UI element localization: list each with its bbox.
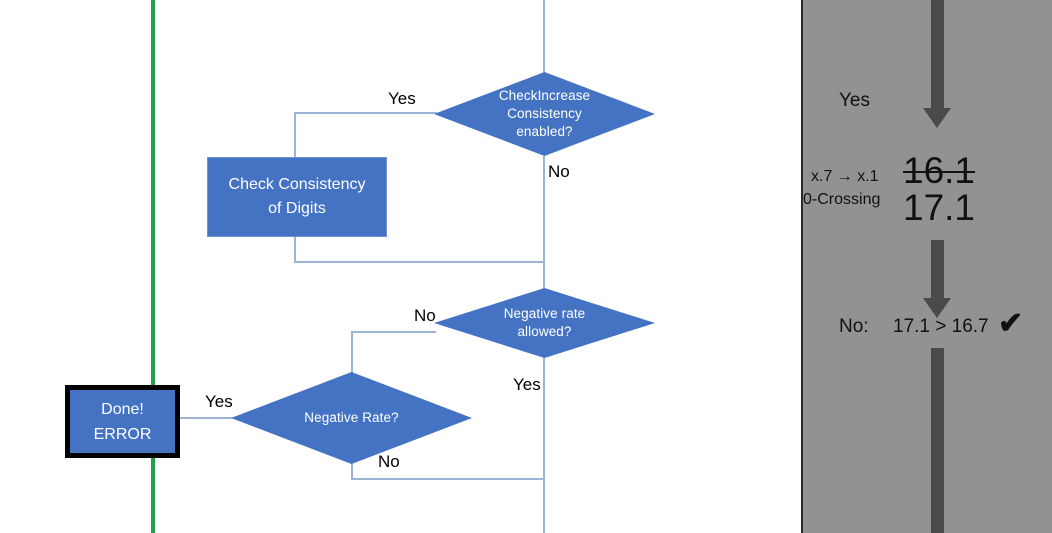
panel-rule-line-2: 0-Crossing bbox=[803, 191, 881, 208]
panel-arrow-top-shaft bbox=[931, 0, 944, 110]
terminator-done-error-label: Done! ERROR bbox=[93, 400, 152, 443]
edge-label-negative-rate-allowed-yes: Yes bbox=[513, 375, 541, 394]
connector-checkincrease-yes-down bbox=[294, 112, 296, 158]
process-check-consistency-of-digits-label: Check Consistency of Digits bbox=[228, 176, 366, 217]
annotation-panel: Yes x.7 → x.1 0-Crossing 16.1 17.1 No: 1… bbox=[801, 0, 1052, 533]
connector-negrate-allowed-no-horizontal bbox=[352, 331, 436, 333]
connector-checkincrease-no bbox=[543, 156, 545, 263]
decision-negative-rate-label: Negative Rate? bbox=[304, 410, 399, 425]
panel-arrow-middle-head-icon bbox=[923, 298, 951, 318]
decision-negative-rate-allowed-label: Negative rate allowed? bbox=[503, 306, 586, 339]
connector-negrate-allowed-no-down bbox=[351, 331, 353, 373]
panel-value-current: 17.1 bbox=[903, 187, 976, 228]
terminator-done-error[interactable]: Done! ERROR bbox=[65, 385, 180, 458]
connector-spine-bottom bbox=[543, 478, 545, 533]
connector-negrate-no-horizontal bbox=[351, 478, 544, 480]
panel-value-struck: 16.1 bbox=[903, 150, 976, 191]
panel-yes-label: Yes bbox=[839, 90, 870, 111]
edge-label-negative-rate-no: No bbox=[378, 452, 400, 471]
connector-negrate-yes-horizontal bbox=[172, 417, 232, 419]
panel-result-check-icon: ✔ bbox=[998, 307, 1024, 340]
connector-checkincrease-yes-horizontal bbox=[295, 112, 437, 114]
connector-box-exit-down bbox=[294, 234, 296, 262]
panel-result-prefix: No: bbox=[839, 316, 869, 337]
connector-negative-rate-allowed-yes bbox=[543, 357, 545, 479]
panel-arrow-top-head-icon bbox=[923, 108, 951, 128]
connector-spine-top bbox=[543, 0, 545, 88]
green-divider-line bbox=[151, 0, 155, 533]
connector-negrate-no-down bbox=[351, 463, 353, 479]
process-check-consistency-of-digits[interactable]: Check Consistency of Digits bbox=[207, 157, 387, 237]
edge-label-done-error-yes: Yes bbox=[205, 392, 233, 411]
decision-checkincrease-consistency[interactable]: CheckIncrease Consistency enabled? bbox=[434, 72, 655, 156]
decision-checkincrease-consistency-label: CheckIncrease Consistency enabled? bbox=[498, 88, 591, 139]
panel-rule-line-1: x.7 → x.1 bbox=[811, 168, 879, 185]
decision-negative-rate-allowed[interactable]: Negative rate allowed? bbox=[434, 288, 655, 358]
decision-negative-rate[interactable]: Negative Rate? bbox=[231, 372, 472, 464]
connector-box-return-horizontal bbox=[294, 261, 544, 263]
edge-label-checkincrease-yes: Yes bbox=[388, 89, 416, 108]
connector-to-negative-rate-allowed bbox=[543, 262, 545, 310]
panel-arrow-bottom-shaft bbox=[931, 348, 944, 533]
edge-label-checkincrease-no: No bbox=[548, 162, 570, 181]
edge-label-negative-rate-allowed-no: No bbox=[414, 306, 436, 325]
panel-arrow-middle-shaft bbox=[931, 240, 944, 300]
panel-result-comparison: 17.1 > 16.7 bbox=[893, 316, 989, 337]
